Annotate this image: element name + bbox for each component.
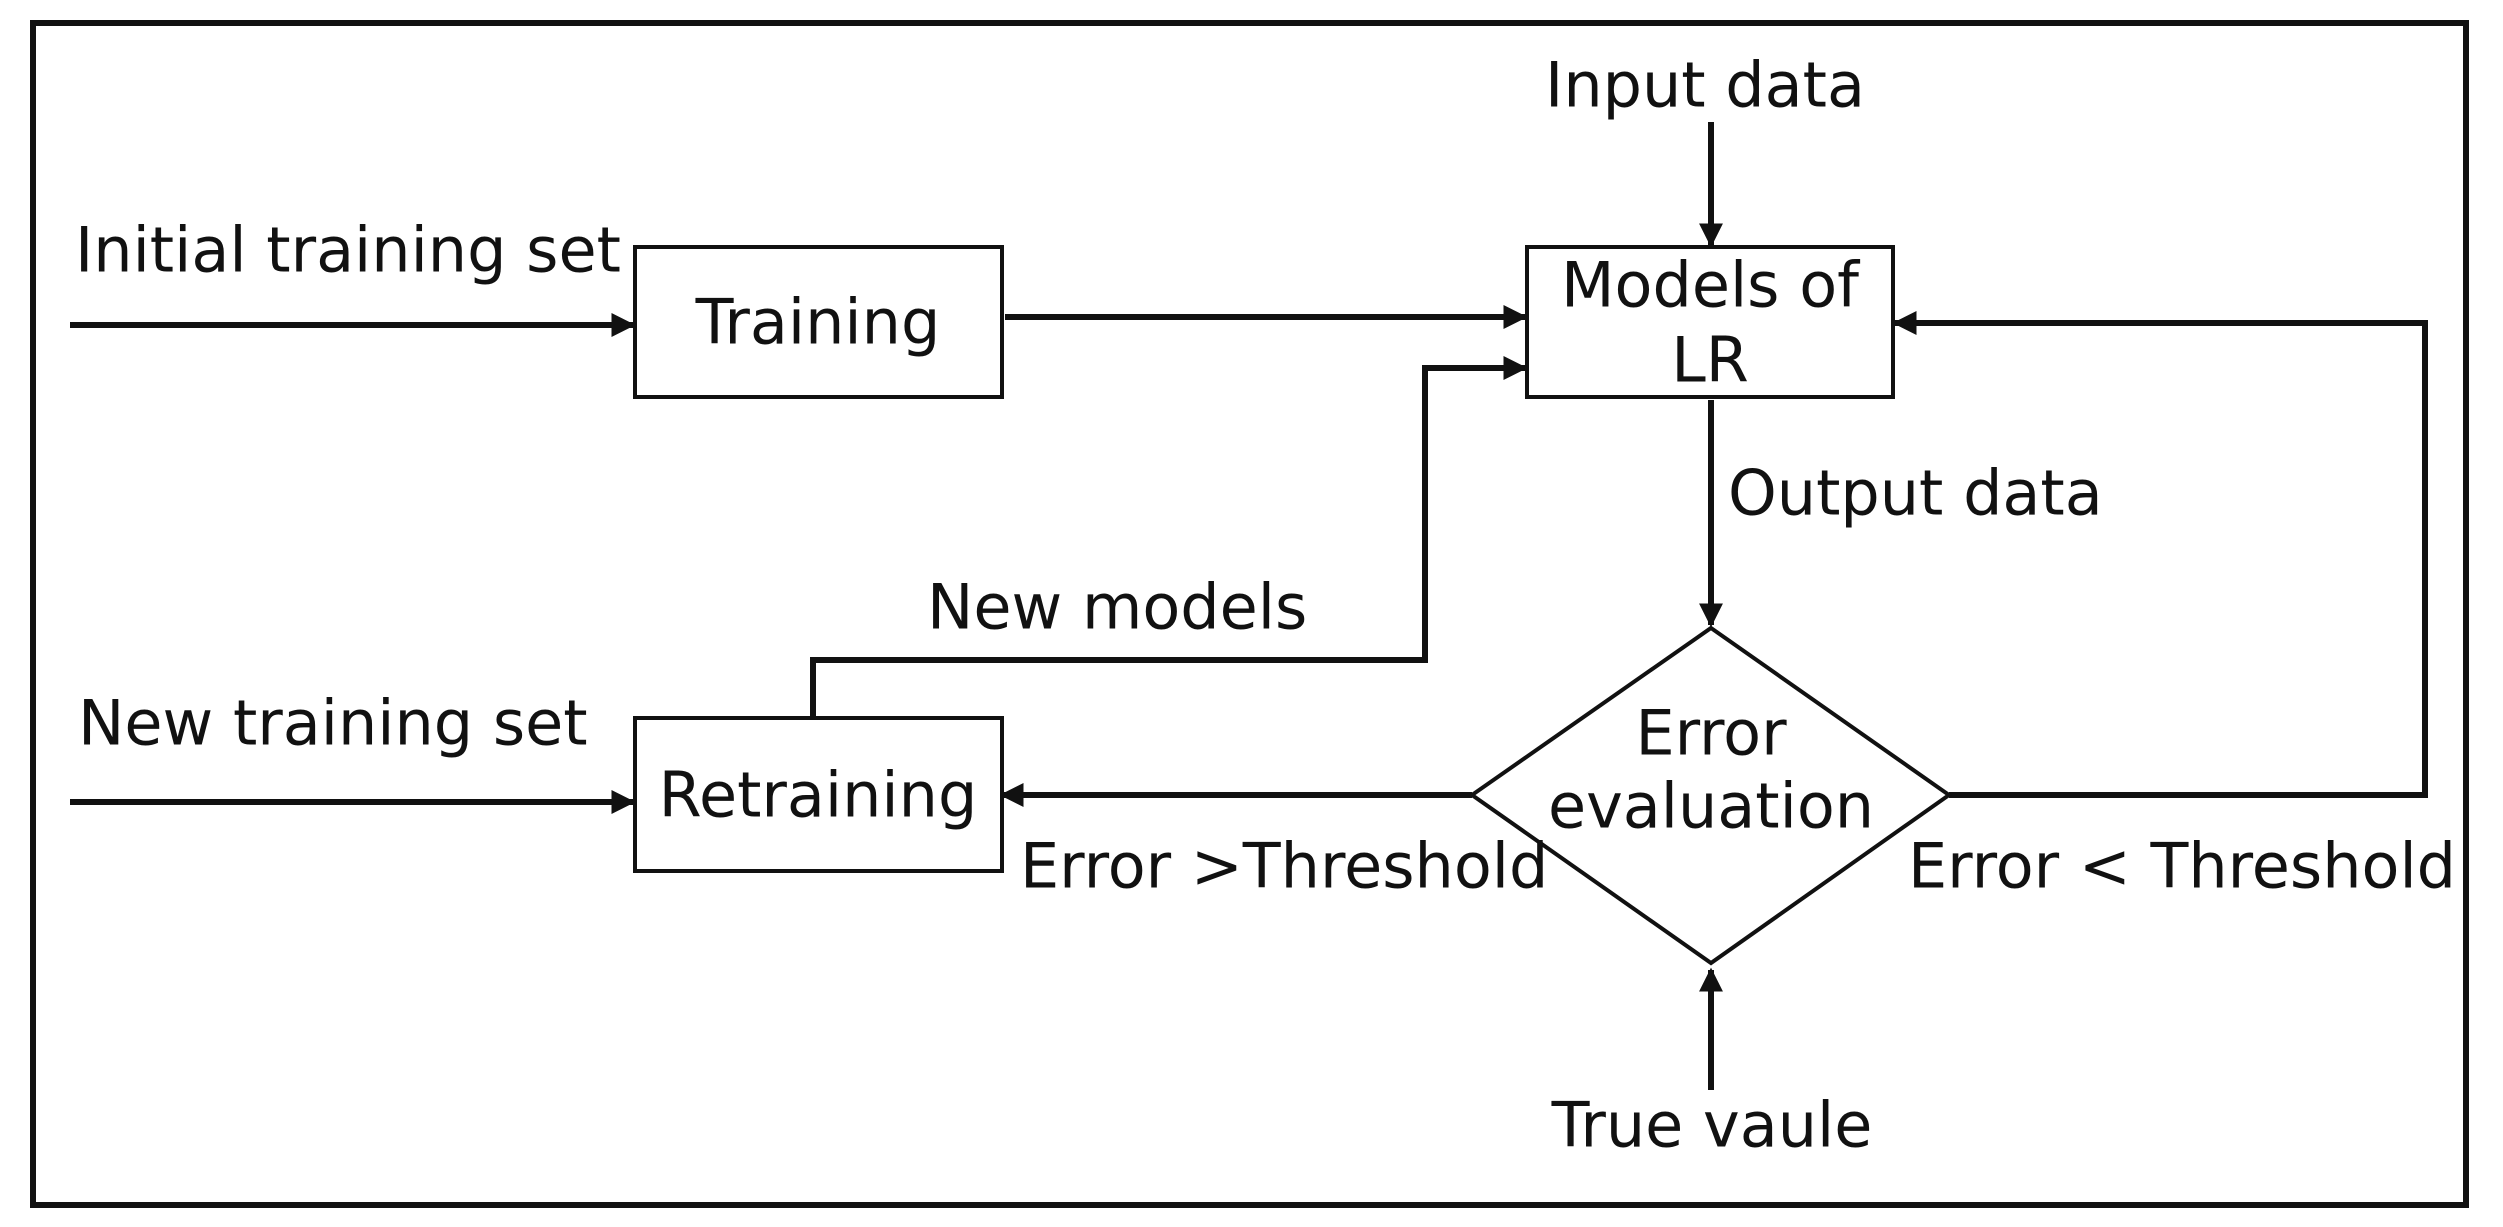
training-box <box>633 245 1004 399</box>
true-value-label: True vaule <box>1551 1089 1873 1162</box>
error-gt-threshold-label: Error >Threshold <box>1020 830 1548 903</box>
new-models-label: New models <box>927 571 1307 644</box>
error-evaluation-line1: Error <box>1635 697 1787 770</box>
arrow-retraining-to-models <box>810 356 1528 718</box>
error-evaluation-diamond <box>1468 625 1953 966</box>
new-training-set-label: New training set <box>78 687 588 760</box>
initial-training-set-label: Initial training set <box>75 214 621 287</box>
output-data-label: Output data <box>1728 457 2103 530</box>
models-box <box>1525 245 1895 399</box>
retraining-box <box>633 716 1004 873</box>
models-label-line1: Models of <box>1561 249 1861 322</box>
retraining-label: Retraining <box>659 759 978 832</box>
error-lt-threshold-label: Error < Threshold <box>1908 830 2456 903</box>
error-evaluation-line2: evaluation <box>1548 770 1874 843</box>
arrow-error-to-models <box>1892 311 2428 798</box>
training-label: Training <box>695 286 941 359</box>
input-data-label: Input data <box>1545 49 1865 122</box>
diagram-frame <box>30 20 2469 1208</box>
models-label-line2: LR <box>1671 324 1749 397</box>
